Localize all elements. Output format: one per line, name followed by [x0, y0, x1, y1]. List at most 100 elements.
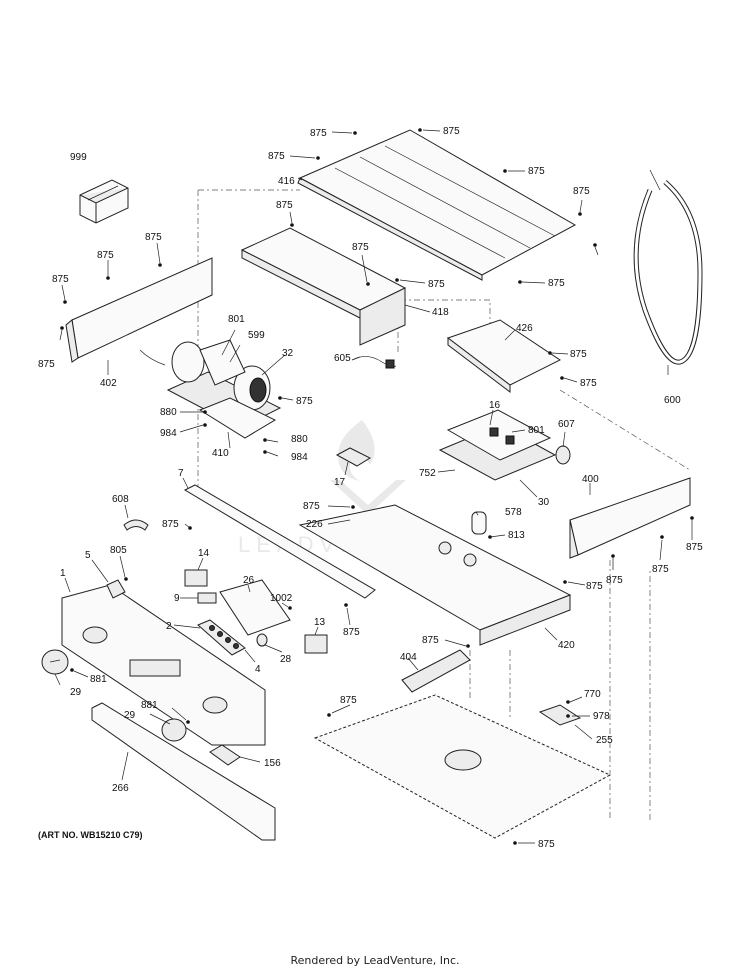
- label-30: 30: [538, 497, 550, 508]
- knob-29-right: [161, 718, 187, 742]
- label-875: 875: [162, 519, 179, 530]
- label-608: 608: [112, 494, 129, 505]
- trim-266: [91, 702, 276, 841]
- bottom-tray: [313, 694, 612, 839]
- label-999: 999: [70, 152, 87, 163]
- label-875: 875: [38, 359, 55, 370]
- label-1002: 1002: [270, 593, 293, 604]
- label-29: 29: [124, 710, 136, 721]
- panel-418: [240, 227, 407, 346]
- sensor-607: [555, 445, 571, 465]
- board-9: [197, 592, 217, 604]
- panel-226: [298, 504, 572, 646]
- label-7: 7: [178, 468, 184, 479]
- control-board-16: [438, 409, 557, 481]
- label-875: 875: [686, 542, 703, 553]
- label-2: 2: [166, 621, 172, 632]
- label-875: 875: [652, 564, 669, 575]
- rail-7: [183, 484, 376, 599]
- label-801: 801: [528, 425, 545, 436]
- label-875: 875: [310, 128, 327, 139]
- board-13: [304, 634, 328, 654]
- label-875: 875: [422, 635, 439, 646]
- label-770: 770: [584, 689, 601, 700]
- label-875: 875: [303, 501, 320, 512]
- label-4: 4: [255, 664, 261, 675]
- label-875: 875: [443, 126, 460, 137]
- top-cover-416: [297, 129, 577, 281]
- bracket-410: [198, 397, 277, 439]
- label-418: 418: [432, 307, 449, 318]
- label-875: 875: [296, 396, 313, 407]
- label-266: 266: [112, 783, 129, 794]
- label-599: 599: [248, 330, 265, 341]
- label-426: 426: [516, 323, 533, 334]
- board-14: [184, 569, 208, 587]
- label-13: 13: [314, 617, 326, 628]
- label-805: 805: [110, 545, 127, 556]
- label-17: 17: [334, 477, 346, 488]
- label-875: 875: [268, 151, 285, 162]
- label-226: 226: [306, 519, 323, 530]
- label-14: 14: [198, 548, 210, 559]
- label-875: 875: [573, 186, 590, 197]
- part-28: [256, 633, 268, 647]
- label-880: 880: [291, 434, 308, 445]
- label-28: 28: [280, 654, 292, 665]
- side-panel-402: [65, 257, 213, 363]
- label-875: 875: [352, 242, 369, 253]
- label-410: 410: [212, 448, 229, 459]
- label-402: 402: [100, 378, 117, 389]
- label-404: 404: [400, 652, 417, 663]
- label-1: 1: [60, 568, 66, 579]
- bracket-404: [401, 649, 471, 693]
- label-578: 578: [505, 507, 522, 518]
- part-labels: 875 875 875 416 875 875 999 875 875 875 …: [38, 126, 703, 850]
- fastener-dots: [60, 128, 694, 845]
- art-number: (ART NO. WB15210 C79): [38, 830, 143, 840]
- module-5: [106, 579, 126, 599]
- label-880: 880: [160, 407, 177, 418]
- label-29: 29: [70, 687, 82, 698]
- label-752: 752: [419, 468, 436, 479]
- part-17: [335, 447, 372, 467]
- label-9: 9: [174, 593, 180, 604]
- label-16: 16: [489, 400, 501, 411]
- label-875: 875: [343, 627, 360, 638]
- label-881: 881: [90, 674, 107, 685]
- label-875: 875: [428, 279, 445, 290]
- harness-605: [351, 356, 397, 369]
- label-875: 875: [52, 274, 69, 285]
- label-881: 881: [141, 700, 158, 711]
- knob-strip-2: [197, 619, 246, 656]
- label-875: 875: [528, 166, 545, 177]
- label-801: 801: [228, 314, 245, 325]
- label-607: 607: [558, 419, 575, 430]
- label-978: 978: [593, 711, 610, 722]
- part-578: [471, 511, 487, 535]
- label-875: 875: [97, 250, 114, 261]
- label-26: 26: [243, 575, 255, 586]
- manual-box-999: [79, 179, 129, 224]
- label-813: 813: [508, 530, 525, 541]
- label-984: 984: [291, 452, 308, 463]
- knob-29-left: [41, 649, 69, 675]
- clip-608: [123, 519, 149, 531]
- board-26: [219, 579, 291, 636]
- label-875: 875: [340, 695, 357, 706]
- leader-lines: [54, 129, 693, 844]
- label-600: 600: [664, 395, 681, 406]
- label-416: 416: [278, 176, 295, 187]
- hose-600: [633, 169, 703, 365]
- bracket-156: [209, 744, 241, 766]
- label-605: 605: [334, 353, 351, 364]
- label-875: 875: [145, 232, 162, 243]
- label-156: 156: [264, 758, 281, 769]
- label-32: 32: [282, 348, 294, 359]
- label-400: 400: [582, 474, 599, 485]
- label-875: 875: [570, 349, 587, 360]
- label-420: 420: [558, 640, 575, 651]
- footer-credit: Rendered by LeadVenture, Inc.: [290, 954, 460, 967]
- label-875: 875: [538, 839, 555, 850]
